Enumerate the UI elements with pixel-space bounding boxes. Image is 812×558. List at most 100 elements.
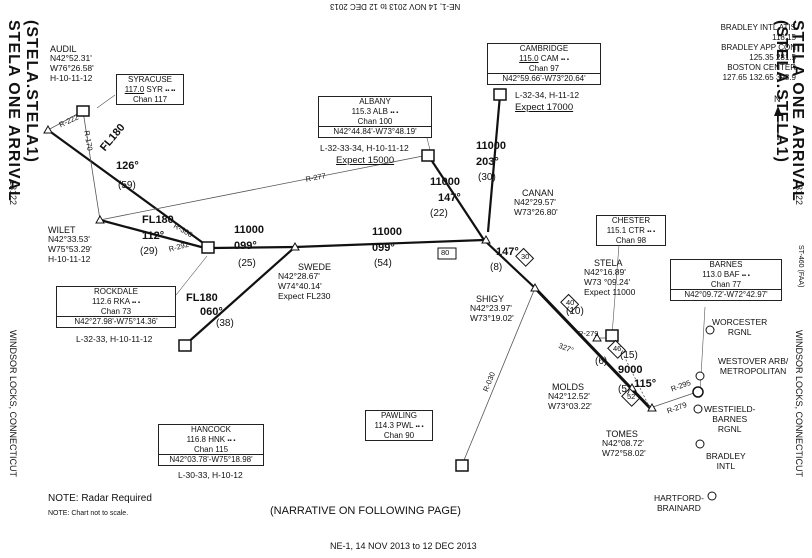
mea-80: 80	[441, 248, 450, 257]
mea-46: 46	[613, 344, 622, 353]
audil-label: AUDIL N42°52.31'W76°26.58'H-10-11-12	[50, 44, 94, 83]
audil-route-crs: 126°	[116, 160, 139, 172]
rka-route-crs: 099°	[234, 240, 257, 252]
swede-route-crs: 099°	[372, 242, 395, 254]
pawling-navaid	[455, 459, 469, 472]
wilet-fix	[95, 214, 105, 224]
atis-label: BRADLEY INTL ATIS	[720, 23, 796, 32]
stela-label: STELA N42°16.89'W73 °09.24'Expect 11000	[584, 258, 636, 297]
canan-route-crs: 147°	[496, 246, 519, 258]
syracuse-box: SYRACUSE 117.0 SYR ▪▪ ▪▪ Chan 117	[116, 74, 184, 106]
albany-box: ALBANY 115.3 ALB ▪▪ ▪ Chan 100 N42°44.84…	[318, 96, 432, 138]
narrative-note: (NARRATIVE ON FOLLOWING PAGE)	[270, 505, 461, 517]
cambridge-box: CAMBRIDGE 115.0 CAM ▪▪ ▪ Chan 97 N42°59.…	[487, 43, 601, 85]
route-hnk-swede	[184, 246, 296, 346]
rockdale-navaid	[201, 241, 215, 254]
hnk-route-dist: (38)	[216, 318, 234, 329]
westover-airport	[695, 371, 705, 381]
mea-30: 30	[521, 252, 530, 261]
shigy-label: SHIGY N42°23.97'W73°19.02'	[470, 294, 514, 324]
hancock-charts: L-30-33, H-10-12	[178, 470, 243, 480]
hnk-route-fl: FL180	[186, 292, 218, 304]
route-rka-swede	[211, 245, 296, 250]
swede-fix	[290, 241, 300, 251]
canan-fix	[481, 234, 491, 244]
cam-route-dist: (30)	[478, 172, 496, 183]
westfield-airport	[693, 404, 703, 414]
route-canan-shigy	[483, 239, 536, 289]
albany-expect: Expect 15000	[336, 155, 395, 166]
rka-route-alt: 11000	[234, 224, 264, 236]
canan-label: CANAN N42°29.57'W73°26.80'	[514, 188, 558, 218]
tomes-route-crs: 115°	[634, 378, 657, 390]
wilet-route-fl: FL180	[142, 214, 174, 226]
hnk-route-crs: 060°	[200, 306, 223, 318]
cam-route-alt: 11000	[476, 140, 506, 152]
rka-route-dist: (25)	[238, 258, 256, 269]
route-wilet-rka	[99, 218, 206, 250]
audil-route-dist: (59)	[118, 180, 136, 191]
cambridge-charts: L-32-34, H-11-12	[515, 90, 580, 100]
note-radar: NOTE: Radar Required	[48, 493, 152, 504]
stela-fix	[592, 332, 602, 342]
hancock-box: HANCOCK 116.8 HNK ▪▪ ▪ Chan 115 N42°03.7…	[158, 424, 264, 466]
cambridge-expect: Expect 17000	[515, 102, 574, 113]
atis-freq: 118.15	[772, 33, 796, 42]
route-swede-canan	[294, 238, 485, 249]
center-label: BOSTON CENTER	[727, 63, 796, 72]
molds-route-dist: (6)	[595, 356, 608, 367]
mea-52: 52	[627, 392, 636, 401]
route-cam-canan	[486, 94, 502, 233]
chester-box: CHESTER 115.1 CTR ▪▪ ▪ Chan 98	[596, 215, 666, 247]
worcester-airport	[705, 325, 715, 335]
albany-charts: L-32-33-34, H-10-11-12	[320, 143, 409, 153]
molds-label: MOLDS N42°12.52'W73°03.22'	[548, 382, 592, 412]
shigy-route-dist: (10)	[566, 306, 584, 317]
hartford-label: HARTFORD-BRAINARD	[654, 493, 704, 513]
app-freq: 125.35 281.5	[749, 53, 796, 62]
cam-route-crs: 203°	[476, 156, 499, 168]
swede-label: SWEDE N42°28.67'W74°40.14'Expect FL230	[278, 262, 332, 301]
westover-label: WESTOVER ARB/METROPOLITAN	[718, 356, 789, 376]
chester-navaid	[605, 329, 619, 342]
alb-route-alt: 11000	[430, 176, 460, 188]
pawling-box: PAWLING 114.3 PWL ▪▪ ▪ Chan 90	[365, 410, 433, 442]
rockdale-charts: L-32-33, H-10-11-12	[76, 334, 153, 344]
tomes-label: TOMES N42°08.72'W72°58.02'	[602, 429, 646, 459]
hancock-navaid	[178, 339, 192, 352]
north-label: N	[774, 94, 781, 104]
rockdale-box: ROCKDALE 112.6 RKA ▪▪ ▪ Chan 73 N42°27.9…	[56, 286, 176, 328]
footer-date: NE-1, 14 NOV 2013 to 12 DEC 2013	[330, 541, 477, 551]
swede-route-dist: (54)	[374, 258, 392, 269]
shigy-fix	[530, 282, 540, 292]
swede-route-alt: 11000	[372, 226, 402, 238]
r279a: R-279	[578, 329, 599, 338]
route-alb-canan	[427, 154, 485, 241]
route-audil-rka	[47, 129, 211, 249]
wilet-route-crs: 112°	[142, 230, 165, 242]
barnes-navaid	[692, 386, 704, 398]
tomes-fix	[647, 402, 657, 412]
albany-navaid	[421, 149, 435, 162]
center-freq: 127.65 132.65 398.9	[722, 73, 796, 82]
app-label: BRADLEY APP CON	[721, 43, 796, 52]
comms-block: BRADLEY INTL ATIS 118.15 BRADLEY APP CON…	[721, 23, 796, 83]
alb-route-dist: (22)	[430, 208, 448, 219]
d5-label: (5)	[618, 384, 631, 395]
note-scale: NOTE: Chart not to scale.	[48, 510, 129, 517]
tomes-route-alt: 9000	[618, 364, 643, 376]
bradley-airport	[695, 439, 705, 449]
mea-40: 40	[566, 298, 575, 307]
hartford-airport	[707, 491, 717, 501]
wilet-label: WILET N42°33.53'W75°53.29'H-10-11-12	[48, 225, 92, 264]
barnes-box: BARNES 113.0 BAF ▪▪ ▪ Chan 77 N42°09.72'…	[670, 259, 782, 301]
cambridge-navaid	[493, 88, 507, 101]
canan-route-dist: (8)	[490, 262, 503, 273]
wilet-route-dist: (29)	[140, 246, 158, 257]
tomes-route-dist: (15)	[620, 350, 638, 361]
syracuse-navaid	[76, 105, 90, 117]
